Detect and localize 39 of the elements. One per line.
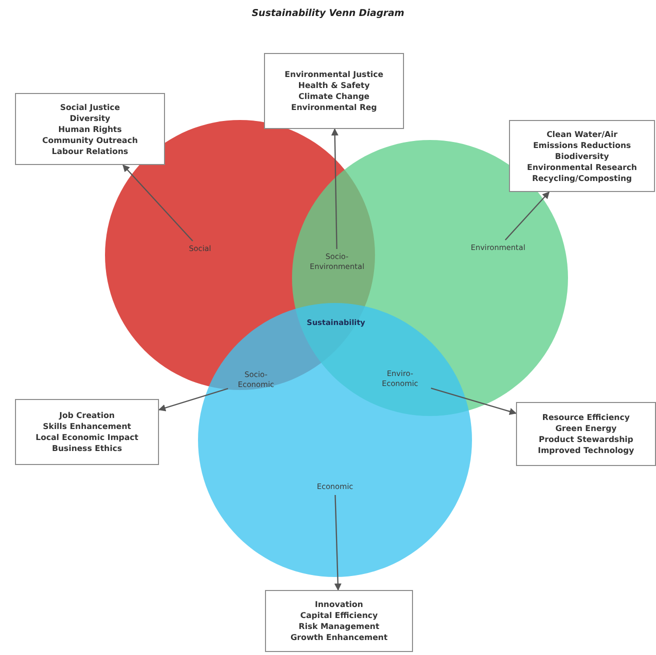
list-item: Community Outreach bbox=[42, 134, 138, 146]
list-item: Product Stewardship bbox=[538, 434, 634, 445]
list-item: Health & Safety bbox=[298, 80, 370, 91]
list-item: Skills Enhancement bbox=[42, 421, 132, 432]
arrow bbox=[430, 388, 517, 415]
list-item: Improved Technology bbox=[538, 445, 634, 456]
list-item: Growth Enhancement bbox=[290, 632, 388, 643]
list-item: Risk Management bbox=[298, 621, 380, 632]
text-box bbox=[509, 120, 655, 192]
list-item: Diversity bbox=[70, 112, 110, 124]
text-box bbox=[15, 93, 165, 165]
list-item: Human Rights bbox=[58, 124, 122, 134]
list-item: Emissions Reductions bbox=[533, 140, 631, 150]
list-item: Environmental Reg bbox=[291, 102, 377, 113]
list-item: Environmental Research bbox=[526, 162, 637, 172]
text-box bbox=[265, 590, 413, 652]
list-item: Clean Water/Air bbox=[546, 128, 618, 140]
list-item: Resource Efficiency bbox=[542, 412, 630, 423]
list-item: Social Justice bbox=[60, 102, 120, 112]
text-box bbox=[15, 399, 159, 465]
text-box bbox=[264, 53, 404, 129]
arrow bbox=[122, 164, 194, 242]
list-item: Climate Change bbox=[298, 91, 370, 102]
arrow bbox=[331, 128, 338, 250]
list-item: Biodiversity bbox=[555, 150, 609, 162]
list-item: Recycling/Composting bbox=[532, 172, 632, 184]
arrow bbox=[504, 191, 550, 240]
list-item: Business Ethics bbox=[52, 443, 122, 454]
list-item: Environmental Justice bbox=[284, 69, 384, 80]
list-item: Innovation bbox=[314, 599, 364, 610]
list-item: Local Economic Impact bbox=[36, 432, 138, 443]
list-item: Labour Relations bbox=[52, 146, 128, 156]
text-box bbox=[516, 402, 656, 466]
diagram-title: Sustainability Venn Diagram bbox=[250, 8, 406, 19]
list-item: Green Energy bbox=[555, 423, 617, 434]
list-item: Job Creation bbox=[59, 410, 115, 421]
arrow bbox=[158, 388, 228, 412]
arrow bbox=[334, 494, 342, 591]
list-item: Capital Efficiency bbox=[300, 610, 378, 621]
